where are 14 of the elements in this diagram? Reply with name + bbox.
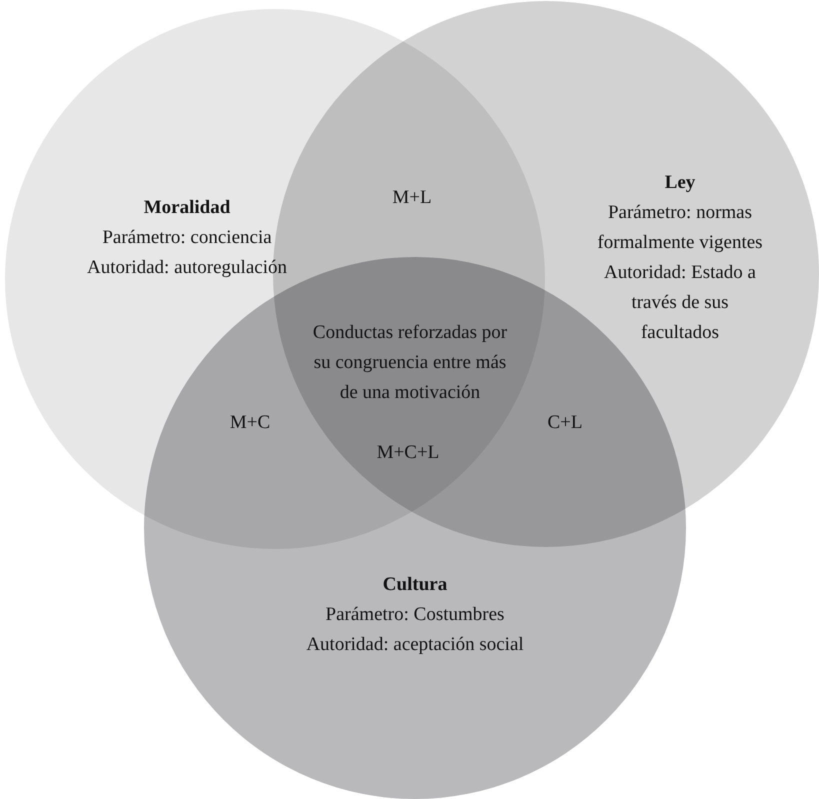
- set-description: Autoridad: Estado a través de sus facultados: [603, 261, 757, 345]
- set-description: Parámetro: conciencia: [101, 226, 273, 250]
- set-description: Autoridad: aceptación social: [305, 633, 525, 657]
- set-heading: Cultura: [382, 573, 448, 597]
- region-label: M+C: [228, 411, 272, 435]
- set-heading: Moralidad: [142, 196, 232, 220]
- set-description: Parámetro: normas formalmente vigentes: [596, 201, 764, 255]
- set-description: Autoridad: autoregulación: [86, 256, 288, 280]
- center-description: Conductas reforzadas por su congruencia entre más de una motivación: [312, 321, 508, 405]
- region-label: M+C+L: [376, 441, 440, 465]
- region-label: C+L: [546, 411, 584, 435]
- set-heading: Ley: [664, 171, 696, 195]
- set-description: Parámetro: Costumbres: [324, 603, 506, 627]
- region-label: M+L: [391, 186, 433, 210]
